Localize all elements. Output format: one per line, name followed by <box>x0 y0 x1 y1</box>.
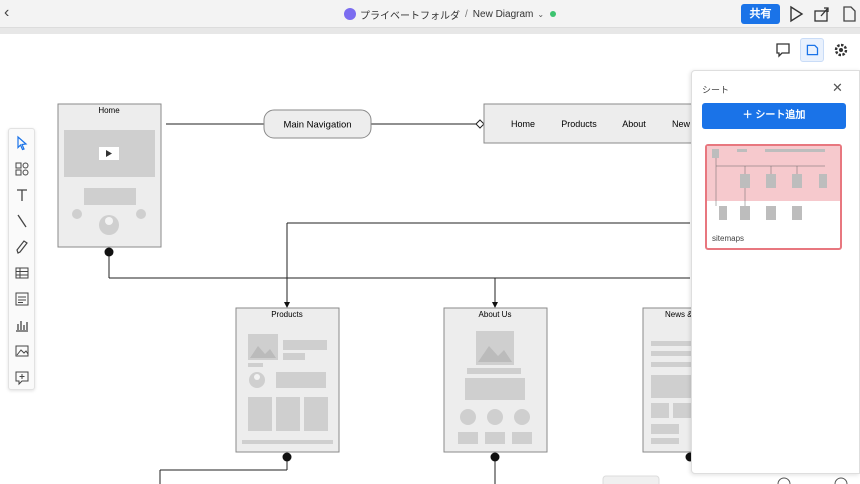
breadcrumb: プライベートフォルダ / New Diagram ⌄ <box>344 7 557 22</box>
image-icon[interactable] <box>13 342 31 360</box>
zoom-controls[interactable] <box>602 475 660 484</box>
pen-icon[interactable] <box>13 238 31 256</box>
arrow-head <box>284 302 290 308</box>
main-navigation-node[interactable]: Main Navigation <box>263 109 372 139</box>
card-icon[interactable] <box>13 290 31 308</box>
image-placeholder-icon <box>250 346 276 358</box>
gear-icon[interactable] <box>829 38 853 62</box>
left-toolbar <box>8 128 35 390</box>
comment-icon[interactable] <box>771 38 795 62</box>
nav-item-products: Products <box>561 119 597 129</box>
sheets-icon[interactable] <box>800 38 824 62</box>
canvas-top-strip <box>0 28 860 34</box>
table-icon[interactable] <box>13 264 31 282</box>
close-icon[interactable]: ✕ <box>832 80 843 95</box>
text-icon[interactable] <box>13 186 31 204</box>
main-navigation-label: Main Navigation <box>283 120 351 131</box>
chart-icon[interactable] <box>13 316 31 334</box>
arrow-head <box>492 302 498 308</box>
nav-bar-node[interactable]: Home Products About New <box>483 103 695 144</box>
saved-status-icon <box>550 11 557 17</box>
sheets-panel: シート ✕ ＋ シート追加 sitemaps <box>691 70 860 474</box>
play-icon[interactable] <box>787 5 805 23</box>
folder-name-link[interactable]: プライベートフォルダ <box>360 10 460 22</box>
about-us-node[interactable]: About Us <box>443 307 548 453</box>
connector-dot <box>490 452 500 462</box>
image-placeholder-icon <box>478 346 512 362</box>
home-node[interactable]: Home <box>57 103 162 248</box>
line-icon[interactable] <box>13 212 31 230</box>
products-node[interactable]: Products <box>235 307 340 453</box>
folder-avatar-icon <box>344 8 356 20</box>
video-play-icon <box>106 150 112 157</box>
news-node-title: News & <box>665 310 693 319</box>
sheet-thumbnail-card[interactable]: sitemaps <box>705 144 842 250</box>
top-bar: ‹ プライベートフォルダ / New Diagram ⌄ 共有 <box>0 0 860 28</box>
sheet-preview <box>707 146 840 224</box>
nav-item-news: New <box>672 119 691 129</box>
shapes-icon[interactable] <box>13 160 31 178</box>
share-button[interactable]: 共有 <box>741 4 780 24</box>
sheet-name: sitemaps <box>712 234 745 243</box>
zoom-reset-icon[interactable] <box>777 477 791 484</box>
nav-item-about: About <box>622 119 646 129</box>
diagram-name[interactable]: New Diagram <box>472 8 534 20</box>
export-icon[interactable] <box>813 5 831 23</box>
connector-dot <box>104 247 114 257</box>
add-comment-icon[interactable] <box>13 368 31 386</box>
connector-dot <box>282 452 292 462</box>
back-chevron-icon[interactable]: ‹ <box>4 4 10 21</box>
about-us-node-title: About Us <box>479 310 512 319</box>
connector-lines <box>108 123 690 484</box>
home-node-title: Home <box>98 106 120 115</box>
add-sheet-button[interactable]: ＋ シート追加 <box>702 103 846 129</box>
file-icon[interactable] <box>840 5 858 23</box>
chevron-down-icon[interactable]: ⌄ <box>537 9 545 19</box>
sheets-panel-title: シート <box>702 85 730 95</box>
products-node-title: Products <box>271 310 303 319</box>
pointer-icon[interactable] <box>13 134 31 152</box>
diamond-connector <box>475 119 485 129</box>
help-icon[interactable] <box>834 477 848 484</box>
nav-item-home: Home <box>511 119 535 129</box>
breadcrumb-separator: / <box>465 8 468 20</box>
